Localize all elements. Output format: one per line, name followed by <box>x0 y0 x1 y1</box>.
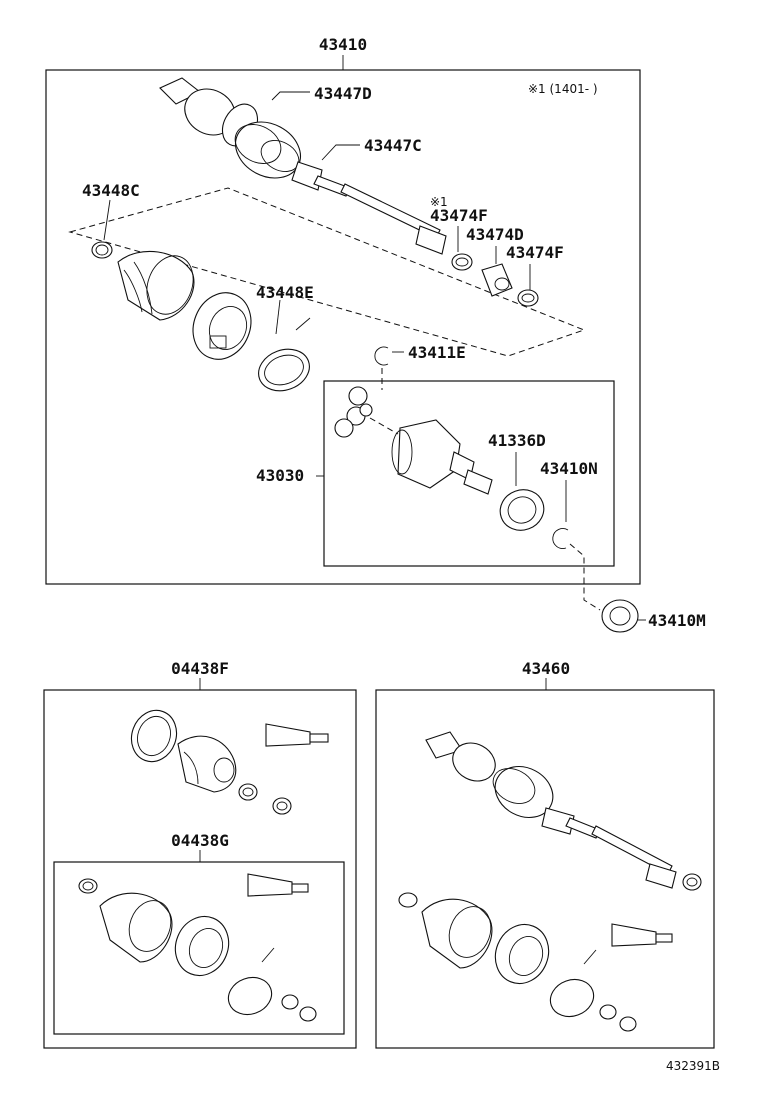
label-43474F-2[interactable]: 43474F <box>506 243 564 262</box>
spacer-f2[interactable] <box>517 289 539 307</box>
label-41336D[interactable]: 41336D <box>488 431 546 450</box>
shaft-b-boot[interactable] <box>421 898 498 969</box>
joint-sub-box <box>323 380 615 567</box>
shaft-b-clamp-large[interactable] <box>545 949 599 1022</box>
spacer-f1[interactable] <box>451 253 473 271</box>
label-43410N[interactable]: 43410N <box>540 459 598 478</box>
joint-housing-outer[interactable] <box>183 284 260 368</box>
label-04438F[interactable]: 04438F <box>171 659 229 678</box>
label-43448E[interactable]: 43448E <box>256 283 314 302</box>
drive-shaft-lower[interactable] <box>425 731 677 889</box>
kit-g-clamp-large[interactable] <box>223 947 277 1020</box>
main-assembly-box <box>45 69 641 585</box>
note-text: ※1 (1401- ) <box>528 82 598 96</box>
label-43460[interactable]: 43460 <box>522 659 570 678</box>
clamp-small[interactable] <box>91 241 113 259</box>
label-04438G[interactable]: 04438G <box>171 831 229 850</box>
joint-housing[interactable] <box>391 419 493 495</box>
drive-shaft-upper[interactable] <box>159 77 447 255</box>
tripod[interactable] <box>334 386 373 438</box>
label-43030[interactable]: 43030 <box>256 466 304 485</box>
snap-ring[interactable] <box>374 346 389 366</box>
bearing[interactable] <box>601 599 639 633</box>
clamp-large[interactable] <box>253 317 316 398</box>
shaft-b-ring-1[interactable] <box>599 1004 617 1020</box>
kit-f-grease[interactable] <box>265 723 329 747</box>
label-43474F-1[interactable]: 43474F <box>430 206 488 225</box>
damper[interactable] <box>481 263 513 297</box>
label-43447C[interactable]: 43447C <box>364 136 422 155</box>
shaft-b-clamp[interactable] <box>398 892 418 908</box>
label-43410M[interactable]: 43410M <box>648 611 706 630</box>
shaft-b-housing[interactable] <box>487 916 558 991</box>
shaft-b-ring[interactable] <box>682 873 702 891</box>
label-43474D[interactable]: 43474D <box>466 225 524 244</box>
hole-snap-ring[interactable] <box>552 528 569 549</box>
label-43448C[interactable]: 43448C <box>82 181 140 200</box>
label-43410[interactable]: 43410 <box>319 35 367 54</box>
dust-seal[interactable] <box>494 484 549 537</box>
shaft-assembly-b-box <box>375 689 715 1049</box>
kit-f-ring-2[interactable] <box>272 797 292 815</box>
kit-g-grease[interactable] <box>247 873 309 897</box>
kit-g-boot[interactable] <box>99 892 178 963</box>
outer-boot[interactable] <box>117 249 201 321</box>
figure-id: 432391B <box>666 1059 720 1073</box>
shaft-b-ring-2[interactable] <box>619 1016 637 1032</box>
kit-g-clamp[interactable] <box>78 878 98 894</box>
label-43447D[interactable]: 43447D <box>314 84 372 103</box>
kit-f-clamp[interactable] <box>124 704 183 768</box>
note-mark: ※1 <box>430 195 448 209</box>
label-43411E[interactable]: 43411E <box>408 343 466 362</box>
kit-g-ring-2[interactable] <box>299 1006 317 1022</box>
kit-f-boot[interactable] <box>177 735 237 793</box>
kit-f-ring-1[interactable] <box>238 783 258 801</box>
boot-kit-inner-box <box>53 861 345 1035</box>
shaft-b-grease[interactable] <box>611 923 673 947</box>
kit-g-ring-1[interactable] <box>281 994 299 1010</box>
kit-g-housing[interactable] <box>167 908 238 983</box>
